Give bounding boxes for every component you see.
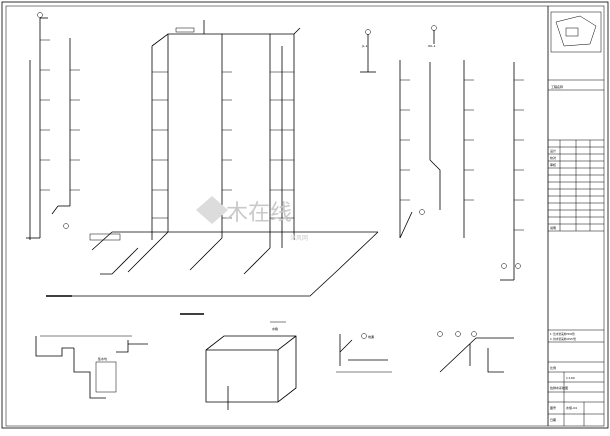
sheet-value: 水施-04	[566, 405, 577, 410]
approve-label: 审核	[550, 162, 556, 167]
scale-label: 比例	[550, 365, 556, 370]
pump-pit-label: 集水坑	[98, 356, 107, 361]
detail-pump-pit: 集水坑	[35, 335, 148, 399]
project-label: 工程名称	[551, 84, 563, 89]
detail-floor-drain: 地漏	[336, 333, 392, 373]
riser-jl-label: JL-1	[361, 44, 368, 48]
detail-isometric-branch	[437, 331, 514, 373]
left-riser-group	[26, 12, 80, 240]
check-label: 校对	[550, 155, 556, 160]
right-riser-group: JL-1 WL-1	[360, 25, 524, 281]
sheet-border	[1, 1, 609, 429]
note-label: 说明	[550, 225, 556, 230]
detail-water-tank: 水箱	[205, 321, 297, 410]
inner-border	[5, 5, 605, 427]
legend-note-1: 1. 给水管采用PP-R管	[550, 332, 575, 336]
main-isometric-system	[46, 20, 379, 315]
legend-note-2: 2. 排水管采用UPVC管	[550, 337, 576, 341]
watermark-text: 沐风网	[290, 234, 308, 242]
scale-value: 1:100	[566, 376, 575, 380]
riser-wl-label: WL-1	[428, 44, 436, 48]
design-label: 设计	[550, 148, 556, 153]
floor-drain-label: 地漏	[368, 334, 374, 339]
watermark-logo-text: 木在线	[226, 201, 292, 226]
title-block: 工程名称 设计 校对 审核 说明 1. 给水管采用PP-R管	[547, 6, 604, 426]
drawing-name: 给排水系统图	[550, 385, 568, 390]
date-label: 日期	[550, 417, 556, 422]
water-tank-label: 水箱	[272, 326, 278, 331]
sheet-label: 图号	[550, 405, 556, 410]
watermark: 木在线 沐风网	[196, 196, 308, 242]
